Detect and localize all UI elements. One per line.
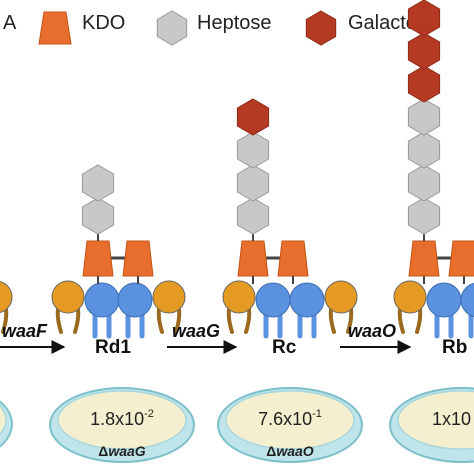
glucosamine [426,282,462,318]
kdo-residue [408,240,440,277]
galactose-residue [407,65,441,103]
glucosamine-unit [255,282,291,339]
glucosamine-unit [426,282,462,339]
phosphate-group-head [324,280,358,314]
kdo-residue [122,240,154,277]
plate-rd1: 1.8x10-2 ΔwaaG [49,387,195,463]
kdo-residue [277,240,309,277]
strain-label-rb: Rb [442,337,467,358]
legend-heptose-icon [156,10,188,46]
heptose-residue [81,164,115,202]
plate-left-partial [0,400,13,448]
glucosamine-unit [117,282,153,339]
phosphate-group [51,280,85,334]
phosphate-group [324,280,358,334]
gene-label-waaG: waaG [172,321,220,341]
gene-label-waaO: waaO [348,321,396,341]
phosphate-group-head [222,280,256,314]
glucosamine-unit [84,282,120,339]
kdo-residue [448,240,474,277]
phosphate-group-head [0,280,13,314]
gene-label-waaF: waaF [2,321,48,341]
strain-label-rd1: Rd1 [95,337,131,358]
heptose-residue [236,131,270,169]
phosphate-group-head [152,280,186,314]
kdo-residue [237,240,269,277]
core-oligosaccharide-chains [81,0,474,284]
pathway-arrows: waaF waaG waaO [0,321,412,354]
efficiency-rd1: 1.8x10-2 [90,408,154,429]
legend-lipid-a-fragment: A [3,12,17,34]
legend-kdo-icon [38,11,72,45]
phosphate-group [0,280,13,334]
legend-galactose-icon [305,10,337,46]
phosphate-group [152,280,186,334]
strain-label-rc: Rc [272,337,297,358]
phosphate-group [222,280,256,334]
heptose-residue [407,98,441,136]
glucosamine [117,282,153,318]
mutant-label-rc: ΔwaaO [266,443,314,459]
glucosamine [460,282,474,318]
plate-rc: 7.6x10-1 ΔwaaO [217,387,363,463]
phosphate-group-head [393,280,427,314]
heptose-residue [407,164,441,202]
chain-rd1 [81,164,154,284]
heptose-residue [236,197,270,235]
chain-rb [407,0,474,284]
legend-heptose-label: Heptose [197,12,272,34]
heptose-residue [81,197,115,235]
petri-plates: 1.8x10-2 ΔwaaG 7.6x10-1 ΔwaaO 1x10 [0,387,474,463]
galactose-residue [407,0,441,37]
efficiency-rc: 7.6x10-1 [258,408,322,429]
phosphate-group [393,280,427,334]
glucosamine [84,282,120,318]
plate-rb: 1x10 [389,387,474,463]
heptose-residue [236,164,270,202]
glucosamine-unit [289,282,325,339]
phosphate-group-head [51,280,85,314]
mutant-label-rd1: ΔwaaG [98,443,146,459]
galactose-residue [236,98,270,136]
plate-agar [225,390,355,450]
glucosamine-unit [460,282,474,339]
legend-kdo-label: KDO [82,12,125,34]
chain-rc [236,98,309,284]
lipid-a-membranes [0,280,474,339]
strain-labels: Rd1 Rc Rb [95,337,467,358]
galactose-residue [407,32,441,70]
heptose-residue [407,197,441,235]
legend: A KDO Heptose Galactose [3,10,438,46]
plate-agar [57,390,187,450]
glucosamine [255,282,291,318]
glucosamine [289,282,325,318]
efficiency-rb: 1x10 [432,409,471,429]
heptose-residue [407,131,441,169]
plate-agar [397,390,474,450]
kdo-residue [82,240,114,277]
